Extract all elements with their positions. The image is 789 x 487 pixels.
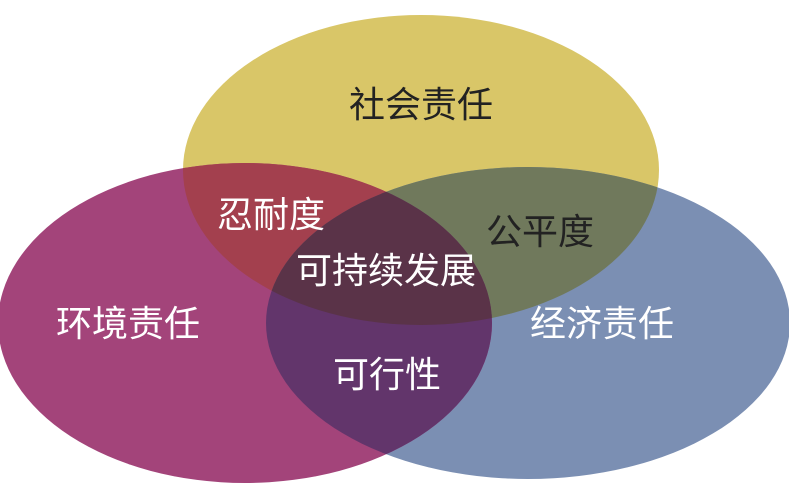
feasibility-label: 可行性 — [333, 355, 441, 396]
environmental-responsibility-label: 环境责任 — [56, 304, 200, 345]
social-responsibility-label: 社会责任 — [349, 85, 493, 126]
tolerance-label: 忍耐度 — [217, 195, 325, 236]
fairness-label: 公平度 — [486, 212, 594, 253]
sustainable-development-label: 可持续发展 — [296, 251, 476, 292]
sustainable-development-overlap — [266, 167, 492, 325]
economic-responsibility-label: 经济责任 — [530, 304, 674, 345]
